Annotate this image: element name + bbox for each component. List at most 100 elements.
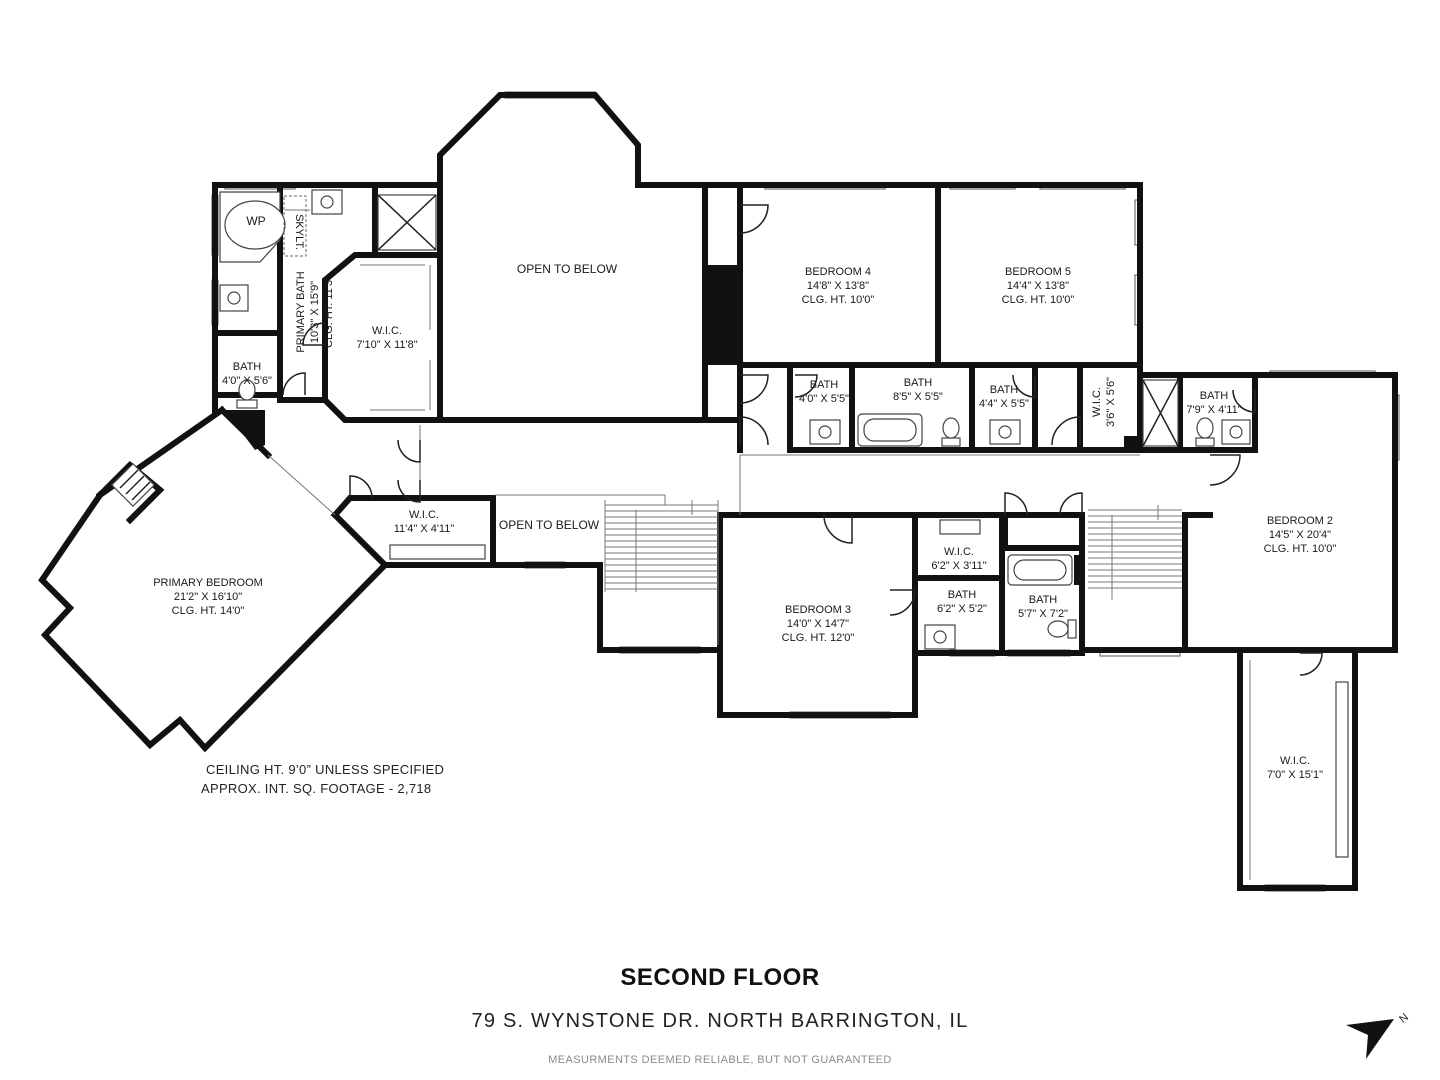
disclaimer: MEASURMENTS DEEMED RELIABLE, BUT NOT GUA… <box>548 1054 892 1066</box>
room-label-line: PRIMARY BEDROOM <box>153 577 263 589</box>
room-bedroom-4: BEDROOM 4 14'8" X 13'8" CLG. HT. 10'0" <box>802 266 875 306</box>
room-label-line: BEDROOM 4 <box>805 266 871 278</box>
sink-icon <box>1221 419 1251 445</box>
room-label-line: 6'2" X 5'2" <box>937 603 987 615</box>
room-label-line: PRIMARY BATH <box>295 271 307 352</box>
room-label-line: 14'5" X 20'4" <box>1269 529 1331 541</box>
north-arrow-icon: N <box>1346 1011 1411 1059</box>
door-swing <box>1232 389 1256 413</box>
room-bath-small: BATH 4'0" X 5'6" <box>222 361 272 387</box>
room-label-line: 14'8" X 13'8" <box>807 280 869 292</box>
sink-icon <box>311 189 343 215</box>
room-label-line: CLG. HT. 10'0" <box>1002 294 1075 306</box>
door-swing <box>1012 374 1036 398</box>
shower-icon <box>1142 379 1179 447</box>
property-address: 79 S. WYNSTONE DR. NORTH BARRINGTON, IL <box>471 1010 969 1032</box>
fireplace-icon <box>110 462 156 508</box>
room-wic-small: W.I.C.3'6" X 5'6" <box>1091 377 1117 427</box>
room-bath-e: BATH 6'2" X 5'2" <box>937 589 987 615</box>
room-label-line: W.I.C. <box>372 325 402 337</box>
room-label-line: 7'0" X 15'1" <box>1267 769 1323 781</box>
room-wic-primary: W.I.C. 7'10" X 11'8" <box>356 325 417 351</box>
room-bath-f: BATH 5'7" X 7'2" <box>1018 594 1068 620</box>
room-label-line: CLG. HT. 10'0" <box>1264 543 1337 555</box>
sink-icon <box>809 419 841 445</box>
floor-title: SECOND FLOOR <box>620 964 820 991</box>
room-label-line: 8'5" X 5'5" <box>893 391 943 403</box>
door-swing <box>889 589 916 616</box>
room-bedroom-2: BEDROOM 2 14'5" X 20'4" CLG. HT. 10'0" <box>1264 515 1337 555</box>
room-label-line: 3'6" X 5'6" <box>1105 377 1117 427</box>
door-swing <box>1051 416 1081 446</box>
room-label-line: 4'4" X 5'5" <box>979 398 1029 410</box>
room-label-line: 14'4" X 13'8" <box>1007 280 1069 292</box>
room-label-line: BATH <box>1029 594 1058 606</box>
door-swing <box>302 322 326 346</box>
room-bath-b: BATH 8'5" X 5'5" <box>893 377 943 403</box>
fixtures: WP SKYLT. <box>110 189 1349 880</box>
room-label-line: W.I.C. <box>409 509 439 521</box>
door-swing <box>349 475 373 499</box>
room-label-line: BEDROOM 2 <box>1267 515 1333 527</box>
toilet-icon <box>236 379 258 409</box>
room-bath-d: BATH 7'9" X 4'11" <box>1186 390 1241 416</box>
north-letter: N <box>1397 1011 1411 1025</box>
skylight-label: SKYLT. <box>293 214 305 250</box>
room-label-line: CLG. HT. 10'0" <box>802 294 875 306</box>
door-swing <box>397 479 421 503</box>
room-label-line: CLG. HT. 14'0" <box>172 605 245 617</box>
bathtub-icon <box>857 413 923 447</box>
door-swing <box>739 416 769 446</box>
bathtub-icon <box>1007 554 1073 586</box>
room-label-line: BATH <box>990 384 1019 396</box>
room-label-line: CLG. HT. 11'3" <box>323 276 335 348</box>
room-label-line: 21'2" X 16'10" <box>174 591 242 603</box>
door-swing <box>823 514 853 544</box>
door-swing <box>397 439 421 463</box>
room-label-line: BATH <box>1200 390 1229 402</box>
door-swing <box>282 372 306 396</box>
room-label-line: W.I.C. <box>1091 387 1103 417</box>
door-swing <box>1209 454 1241 486</box>
room-label-line: 7'9" X 4'11" <box>1186 404 1241 416</box>
room-label-line: 4'0" X 5'5" <box>799 393 849 405</box>
room-label-line: 11'4" X 4'11" <box>394 523 455 535</box>
room-label-line: BATH <box>948 589 977 601</box>
room-label-line: 7'10" X 11'8" <box>356 339 417 351</box>
room-label-line: BEDROOM 5 <box>1005 266 1071 278</box>
door-swing <box>1059 492 1083 516</box>
room-label-line: 5'7" X 7'2" <box>1018 608 1068 620</box>
sink-icon <box>924 624 956 650</box>
ceiling-note: CEILING HT. 9’0” UNLESS SPECIFIED <box>206 762 445 777</box>
whirlpool-label: WP <box>246 214 265 228</box>
walls <box>38 92 1398 891</box>
room-bath-c: BATH 4'4" X 5'5" <box>979 384 1029 410</box>
room-open-below-lower: OPEN TO BELOW <box>499 518 600 532</box>
wall-blocks <box>225 265 1138 585</box>
room-bath-a: BATH 4'0" X 5'5" <box>799 379 849 405</box>
door-swing <box>1299 652 1323 676</box>
room-label-line: W.I.C. <box>1280 755 1310 767</box>
room-label-line: BATH <box>233 361 262 373</box>
room-label-line: OPEN TO BELOW <box>499 518 600 532</box>
room-wic-b3: W.I.C.6'2" X 3'11" <box>931 546 986 572</box>
door-swing <box>739 374 769 404</box>
room-label-line: BATH <box>904 377 933 389</box>
room-wic-b2: W.I.C. 7'0" X 15'1" <box>1267 755 1323 781</box>
shower-icon <box>377 194 437 251</box>
toilet-icon <box>1047 619 1077 639</box>
room-label-line: BEDROOM 3 <box>785 604 851 616</box>
room-label-line: 10'3" X 15'9" <box>309 281 321 343</box>
room-label-line: OPEN TO BELOW <box>517 262 618 276</box>
stairs <box>604 500 1182 645</box>
doors <box>282 204 1323 676</box>
door-swing <box>794 374 818 398</box>
room-open-below-upper: OPEN TO BELOW <box>517 262 618 276</box>
toilet-icon <box>941 417 961 447</box>
room-wic-hall: W.I.C. 11'4" X 4'11" <box>394 509 455 535</box>
room-label-line: BATH <box>810 379 839 391</box>
room-label-line: 4'0" X 5'6" <box>222 375 272 387</box>
